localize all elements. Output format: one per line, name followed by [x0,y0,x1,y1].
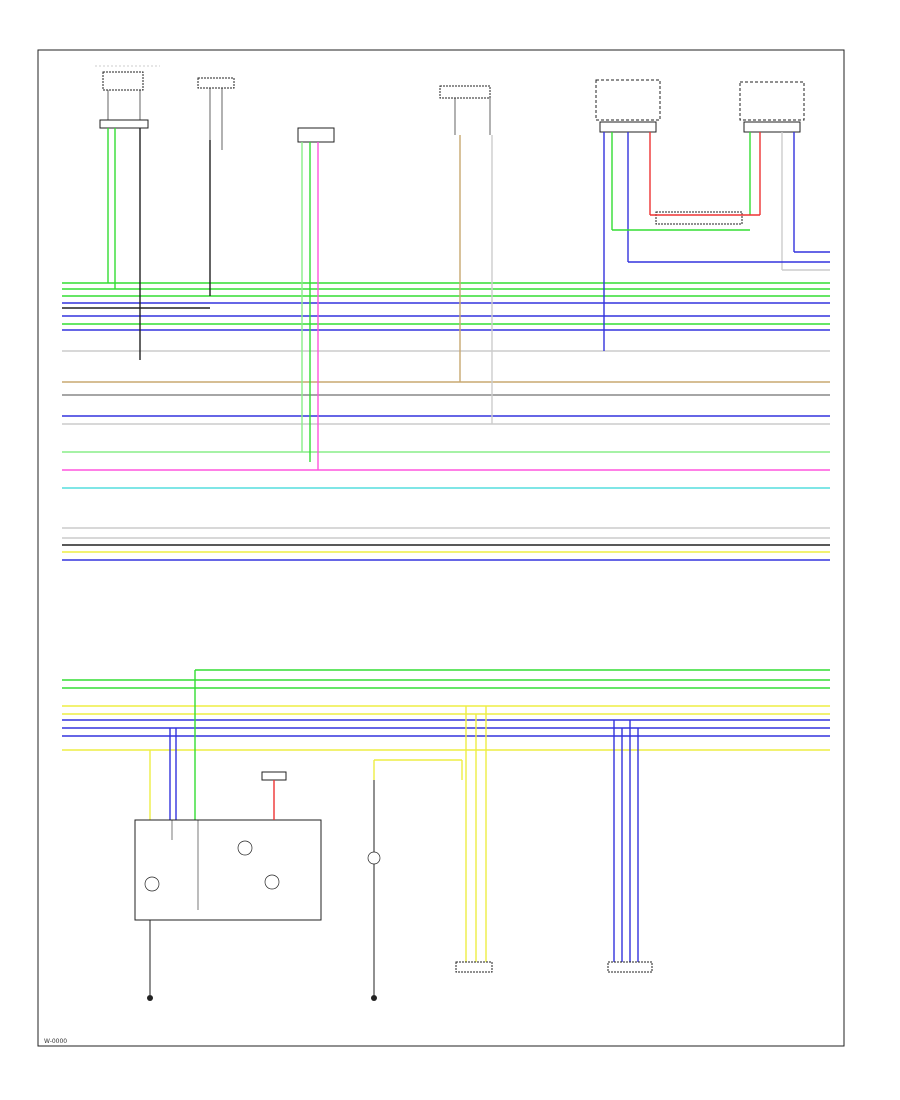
diagram-code: W-0000 [44,1038,68,1045]
ground-symbol-center [367,780,381,1001]
top-right-module-1 [595,79,661,133]
connector-bottom-center [455,961,493,973]
main-harness-bus [62,282,830,561]
fuse-lower-center [261,771,287,820]
top-left-fuse-block [95,65,160,129]
top-right-module-2 [739,81,805,133]
ground-symbol-left [147,920,153,1001]
lower-harness-bus [62,679,830,751]
vertical-wire-drops [62,128,830,962]
lower-left-module [134,819,322,921]
top-switch-block [297,127,335,143]
splice-connector [655,211,743,225]
diagram-frame [37,49,845,1047]
top-center-relay-block [439,85,491,135]
top-relay-block [197,77,235,150]
connector-bottom-right [607,961,653,973]
